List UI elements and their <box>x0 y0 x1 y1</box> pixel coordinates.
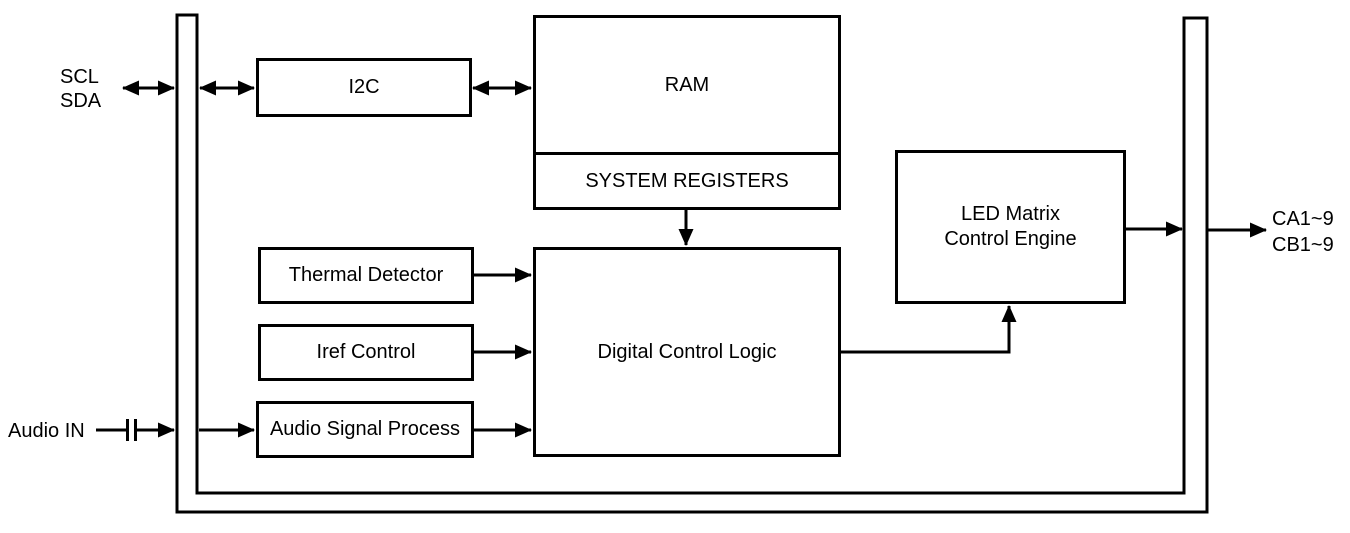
port-ca-cb: CA1~9 CB1~9 <box>1272 206 1334 258</box>
block-ram: RAM <box>536 18 838 155</box>
block-thermal-detector: Thermal Detector <box>258 247 474 304</box>
block-digital-control-logic: Digital Control Logic <box>533 247 841 457</box>
port-audio-in-label: Audio IN <box>8 420 85 442</box>
block-ram-system-registers: RAM SYSTEM REGISTERS <box>533 15 841 210</box>
block-system-registers: SYSTEM REGISTERS <box>536 155 838 207</box>
block-system-registers-label: SYSTEM REGISTERS <box>585 169 789 192</box>
port-scl-label: SCL <box>60 66 99 88</box>
block-led-matrix-label-line1: LED Matrix <box>961 203 1060 225</box>
port-scl-sda: SCL SDA <box>60 65 101 113</box>
block-i2c: I2C <box>256 58 472 117</box>
block-i2c-label: I2C <box>348 76 380 98</box>
block-thermal-detector-label: Thermal Detector <box>288 264 444 286</box>
wire-dcl-led <box>840 305 1017 354</box>
port-audio-in: Audio IN <box>8 419 85 443</box>
block-led-matrix-label-line2: Control Engine <box>944 228 1077 250</box>
port-sda-label: SDA <box>60 90 102 112</box>
block-audio-signal-process-label: Audio Signal Process <box>269 418 461 440</box>
block-led-matrix-control-engine: LED Matrix Control Engine <box>895 150 1126 304</box>
block-audio-signal-process: Audio Signal Process <box>256 401 474 458</box>
block-ram-label: RAM <box>664 73 710 96</box>
block-iref-control-label: Iref Control <box>316 341 416 363</box>
bus-outline <box>175 13 1209 514</box>
block-digital-control-logic-label: Digital Control Logic <box>597 340 777 363</box>
block-iref-control: Iref Control <box>258 324 474 381</box>
port-cb-label: CB1~9 <box>1272 234 1334 256</box>
port-ca-label: CA1~9 <box>1272 208 1334 230</box>
